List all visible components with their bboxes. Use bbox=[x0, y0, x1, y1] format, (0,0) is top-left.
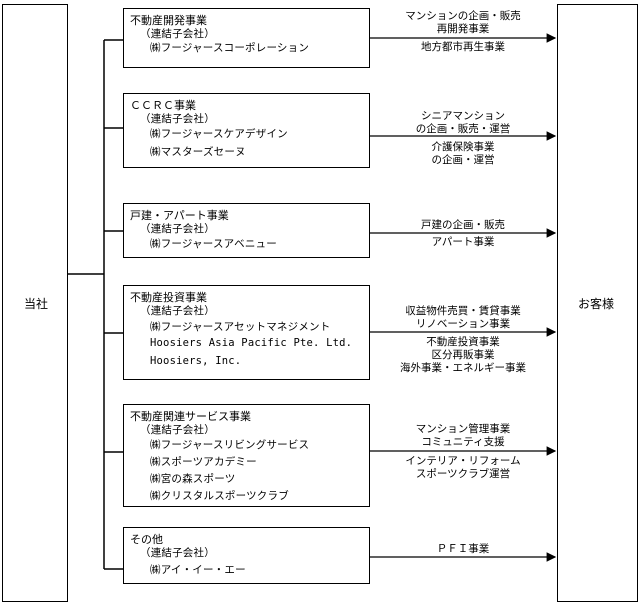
service-item: 不動産投資事業 bbox=[426, 336, 500, 348]
subsidiary-name: ㈱マスターズセーヌ bbox=[150, 146, 246, 158]
consolidated-subsidiary-label: （連結子会社） bbox=[140, 113, 215, 125]
consolidated-subsidiary-label: （連結子会社） bbox=[140, 424, 215, 436]
subsidiary-name: Hoosiers Asia Pacific Pte. Ltd. bbox=[150, 337, 353, 349]
company-box: 当社 bbox=[2, 4, 68, 602]
service-item: の企画・運営 bbox=[431, 154, 495, 166]
segment-real-estate-services: 不動産関連サービス事業 （連結子会社） ㈱フージャースリビングサービス ㈱スポー… bbox=[123, 404, 370, 507]
consolidated-subsidiary-label: （連結子会社） bbox=[140, 28, 215, 40]
services-above-house: 戸建の企画・販売 bbox=[378, 219, 548, 232]
subsidiary-name: ㈱フージャースアベニュー bbox=[150, 238, 277, 250]
company-label: 当社 bbox=[24, 297, 49, 311]
segment-title: 不動産開発事業 bbox=[130, 14, 207, 27]
services-above-ccrc: シニアマンション の企画・販売・運営 bbox=[378, 110, 548, 136]
consolidated-subsidiary-label: （連結子会社） bbox=[140, 547, 215, 559]
segment-title: ＣＣＲＣ事業 bbox=[130, 99, 196, 112]
services-above-service: マンション管理事業 コミュニティ支援 bbox=[378, 423, 548, 449]
segment-title: その他 bbox=[130, 533, 163, 546]
services-above-invest: 収益物件売買・賃貸事業 リノベーション事業 bbox=[378, 305, 548, 331]
service-item: アパート事業 bbox=[431, 236, 495, 248]
consolidated-subsidiary-label: （連結子会社） bbox=[140, 305, 215, 317]
segment-real-estate-development: 不動産開発事業 （連結子会社） ㈱フージャースコーポレーション bbox=[123, 8, 370, 68]
service-item: コミュニティ支援 bbox=[421, 436, 505, 448]
service-item: リノベーション事業 bbox=[415, 318, 511, 330]
subsidiary-name: ㈱フージャースコーポレーション bbox=[150, 42, 310, 54]
service-item: シニアマンション bbox=[421, 110, 505, 122]
services-below-invest: 不動産投資事業 区分再販事業 海外事業・エネルギー事業 bbox=[378, 336, 548, 375]
service-item: マンション管理事業 bbox=[415, 423, 511, 435]
services-below-ccrc: 介護保険事業 の企画・運営 bbox=[378, 141, 548, 167]
service-item: の企画・販売・運営 bbox=[415, 123, 511, 135]
consolidated-subsidiary-label: （連結子会社） bbox=[140, 223, 215, 235]
subsidiary-name: ㈱フージャースケアデザイン bbox=[150, 128, 288, 140]
service-item: 海外事業・エネルギー事業 bbox=[400, 362, 526, 374]
segment-real-estate-investment: 不動産投資事業 （連結子会社） ㈱フージャースアセットマネジメント Hoosie… bbox=[123, 285, 370, 380]
customers-box: お客様 bbox=[557, 4, 638, 602]
segment-title: 不動産関連サービス事業 bbox=[130, 410, 251, 423]
subsidiary-name: ㈱クリスタルスポーツクラブ bbox=[150, 490, 289, 502]
subsidiary-name: ㈱アイ・イー・エー bbox=[150, 564, 246, 576]
services-above-other: ＰＦＩ事業 bbox=[378, 543, 548, 556]
service-item: 再開発事業 bbox=[436, 23, 490, 35]
service-item: スポーツクラブ運営 bbox=[415, 468, 511, 480]
segment-title: 不動産投資事業 bbox=[130, 291, 207, 304]
customers-label: お客様 bbox=[578, 297, 615, 311]
service-item: 収益物件売買・賃貸事業 bbox=[405, 305, 521, 317]
service-item: 介護保険事業 bbox=[431, 141, 495, 153]
subsidiary-name: ㈱フージャースリビングサービス bbox=[150, 439, 310, 451]
segment-house-apartment: 戸建・アパート事業 （連結子会社） ㈱フージャースアベニュー bbox=[123, 203, 370, 258]
services-below-house: アパート事業 bbox=[378, 236, 548, 249]
subsidiary-name: ㈱フージャースアセットマネジメント bbox=[150, 321, 331, 333]
service-item: マンションの企画・販売 bbox=[405, 10, 521, 22]
services-below-service: インテリア・リフォーム スポーツクラブ運営 bbox=[378, 455, 548, 481]
service-item: インテリア・リフォーム bbox=[405, 455, 521, 467]
service-item: 区分再販事業 bbox=[431, 349, 495, 361]
subsidiary-name: ㈱宮の森スポーツ bbox=[150, 473, 236, 485]
service-item: 地方都市再生事業 bbox=[421, 41, 505, 53]
services-above-dev: マンションの企画・販売 再開発事業 bbox=[378, 10, 548, 36]
segment-title: 戸建・アパート事業 bbox=[130, 209, 229, 222]
service-item: ＰＦＩ事業 bbox=[436, 543, 490, 555]
segment-other: その他 （連結子会社） ㈱アイ・イー・エー bbox=[123, 527, 370, 584]
segment-ccrc: ＣＣＲＣ事業 （連結子会社） ㈱フージャースケアデザイン ㈱マスターズセーヌ bbox=[123, 93, 370, 168]
service-item: 戸建の企画・販売 bbox=[421, 219, 505, 231]
subsidiary-name: Hoosiers, Inc. bbox=[150, 355, 242, 367]
services-below-dev: 地方都市再生事業 bbox=[378, 41, 548, 54]
subsidiary-name: ㈱スポーツアカデミー bbox=[150, 456, 257, 468]
